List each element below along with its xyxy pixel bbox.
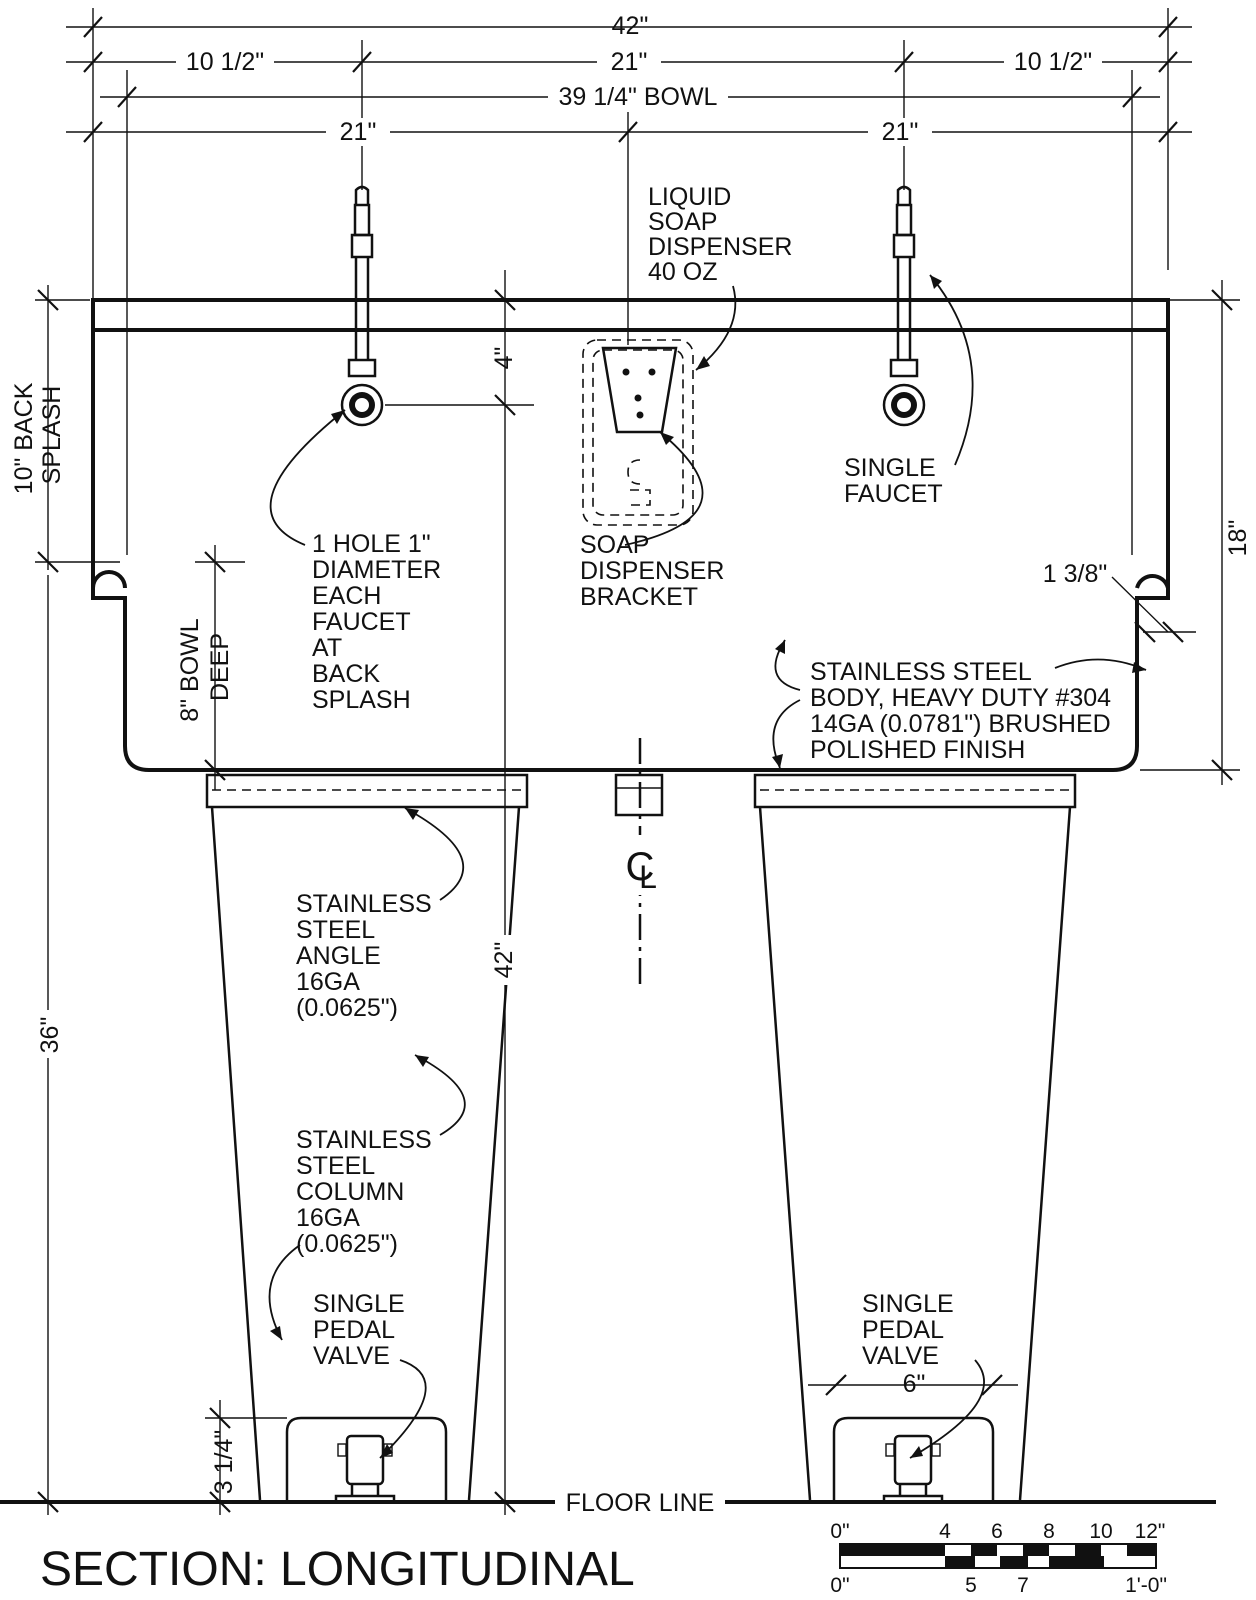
dim-faucet-right: 21"	[882, 118, 919, 146]
scale-metric-label: 0"	[830, 1574, 849, 1597]
page-title: SECTION: LONGITUDINAL	[40, 1543, 635, 1596]
svg-text:L: L	[639, 859, 657, 895]
callout-pedal-right: SINGLE PEDAL VALVE	[862, 1290, 961, 1370]
dim-overall-width: 42"	[612, 12, 649, 40]
callout-column: STAINLESS STEEL COLUMN 16GA (0.0625")	[296, 1126, 439, 1258]
callout-body: STAINLESS STEEL BODY, HEAVY DUTY #304 14…	[810, 658, 1118, 764]
callout-faucet-hole: 1 HOLE 1" DIAMETER EACH FAUCET AT BACK S…	[312, 530, 448, 714]
scale-metric-label: 5	[965, 1574, 977, 1597]
pedal-valve-right	[882, 1434, 944, 1504]
callout-soap-dispenser: LIQUID SOAP DISPENSER 40 OZ	[648, 183, 799, 286]
scale-inch-label: 10	[1089, 1520, 1112, 1543]
sink-body	[91, 298, 1170, 772]
scale-inch-label: 8	[1043, 1520, 1055, 1543]
scale-bar: 0" 4 6 8 10 12" 0" 5 7 1'-0"	[830, 1520, 1166, 1597]
callout-pedal-left: SINGLE PEDAL VALVE	[313, 1290, 412, 1370]
dim-bowl-width: 39 1/4" BOWL	[559, 83, 718, 111]
dim-side-left: 10 1/2"	[186, 48, 264, 76]
dim-side-right: 10 1/2"	[1014, 48, 1092, 76]
dim-faucet-height: 4"	[490, 347, 518, 370]
soap-dispenser	[582, 339, 694, 526]
dim-counter-height: 36"	[36, 1017, 64, 1054]
dim-rim-radius: 1 3/8"	[1043, 560, 1107, 588]
callout-soap-bracket: SOAP DISPENSER BRACKET	[580, 531, 731, 611]
scale-inch-label: 6	[991, 1520, 1003, 1543]
callout-angle: STAINLESS STEEL ANGLE 16GA (0.0625")	[296, 890, 439, 1022]
scale-inch-label: 4	[939, 1520, 951, 1543]
column-left	[205, 773, 529, 1501]
dim-overall-height-right: 18"	[1224, 520, 1252, 557]
dim-pedal-height: 3 1/4"	[210, 1430, 238, 1494]
dim-faucet-left: 21"	[340, 118, 377, 146]
scale-metric-label: 7	[1017, 1574, 1029, 1597]
faucet-right	[882, 185, 926, 427]
scale-inch-label: 12"	[1135, 1520, 1166, 1543]
column-right	[753, 773, 1077, 1501]
side-dimensions: 10" BACK SPLASH 8" BOWL DEEP 36" 4" 42"	[10, 270, 1252, 1515]
top-dimensions: 42" 10 1/2" 21" 10 1/2" 39 1/4" BOWL 21"…	[66, 8, 1192, 555]
dim-bowl-depth: 8" BOWL DEEP	[176, 612, 234, 721]
dim-pedal-width: 6"	[903, 1370, 926, 1398]
dim-column-height: 42"	[490, 942, 518, 979]
callout-single-faucet: SINGLE FAUCET	[844, 454, 943, 508]
faucet-left	[340, 185, 534, 427]
pedal-valve-left	[334, 1434, 396, 1504]
floor-line-label: FLOOR LINE	[566, 1489, 715, 1517]
scale-inch-label: 0"	[830, 1520, 849, 1543]
dim-center: 21"	[611, 48, 648, 76]
centerline-symbol: C	[626, 845, 655, 889]
centerline: C L	[620, 738, 660, 985]
scale-metric-label: 1'-0"	[1125, 1574, 1167, 1597]
dim-back-splash: 10" BACK SPLASH	[10, 376, 66, 495]
